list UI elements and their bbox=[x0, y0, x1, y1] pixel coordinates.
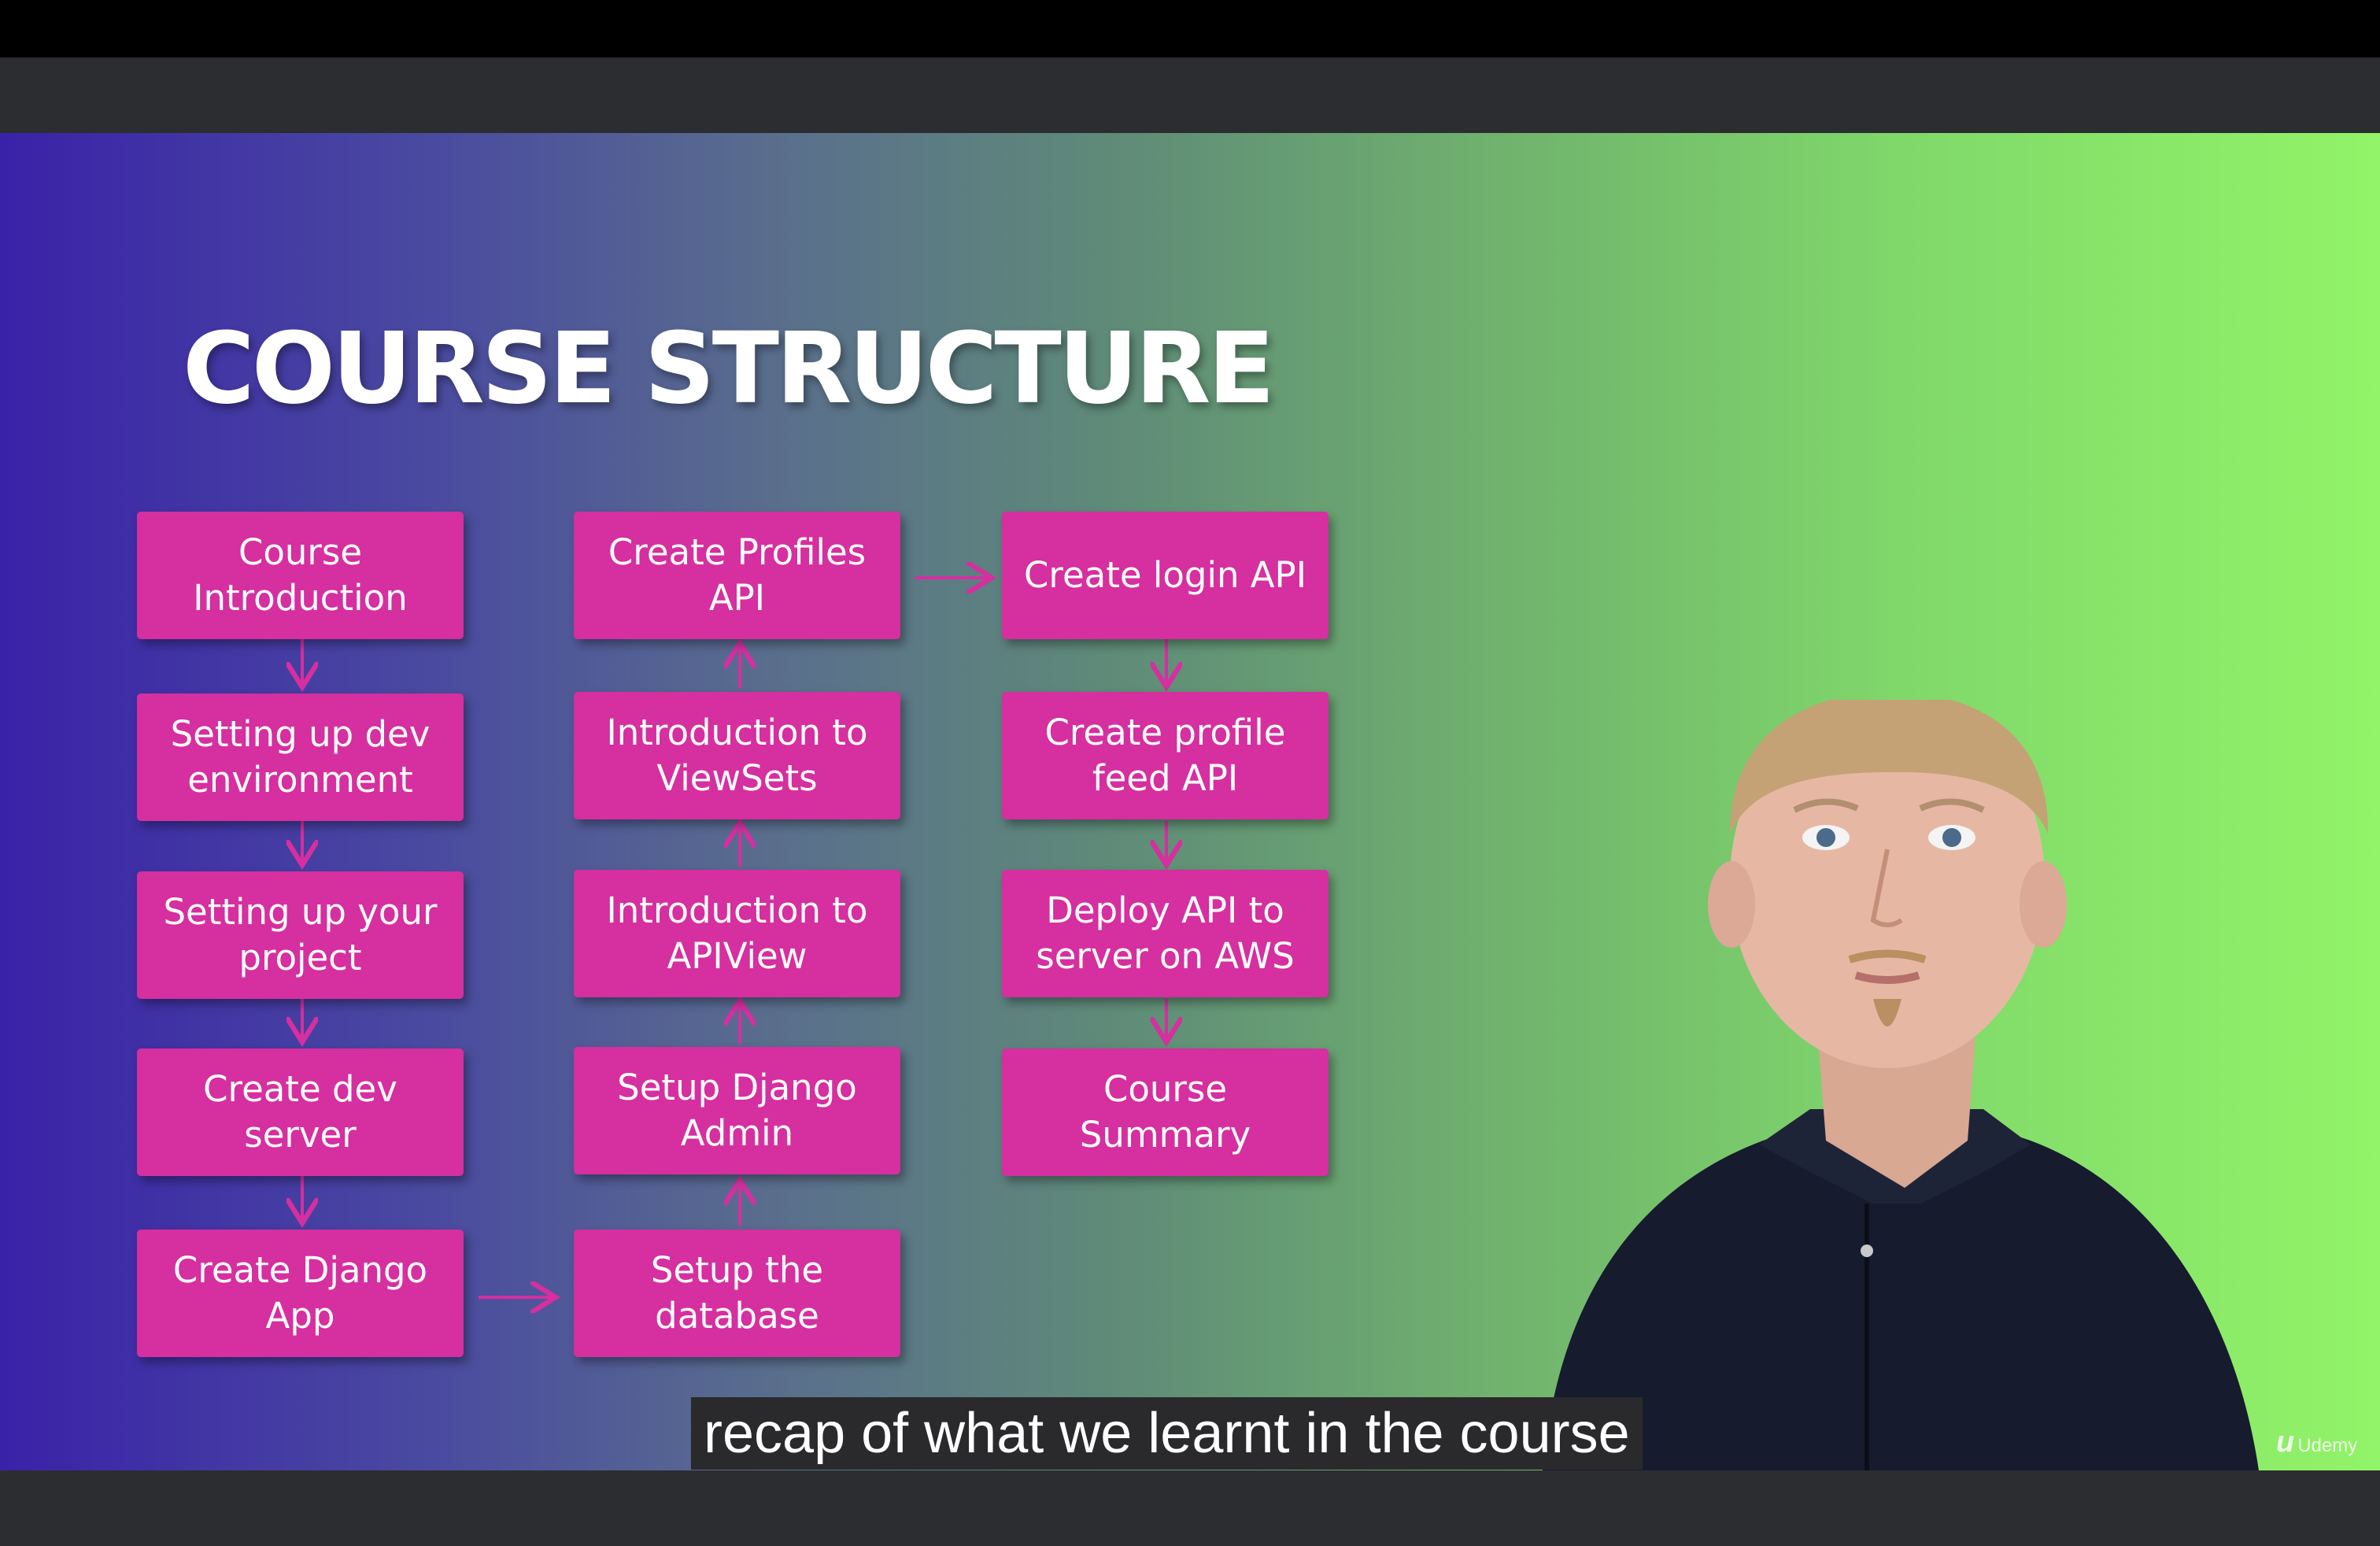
subtitle-caption: recap of what we learnt in the course bbox=[691, 1397, 1643, 1470]
step-course-summary: Course Summary bbox=[1002, 1049, 1329, 1176]
udemy-logo-icon: u bbox=[2276, 1426, 2295, 1459]
presenter-video bbox=[1543, 700, 2259, 1470]
player-header-bar bbox=[0, 57, 2380, 133]
slide-title: COURSE STRUCTURE bbox=[183, 312, 1275, 426]
step-create-login-api: Create login API bbox=[1002, 512, 1329, 639]
top-black-bar bbox=[0, 0, 2380, 57]
player-footer-bar bbox=[0, 1470, 2380, 1546]
video-frame[interactable]: COURSE STRUCTURE bbox=[0, 133, 2380, 1470]
